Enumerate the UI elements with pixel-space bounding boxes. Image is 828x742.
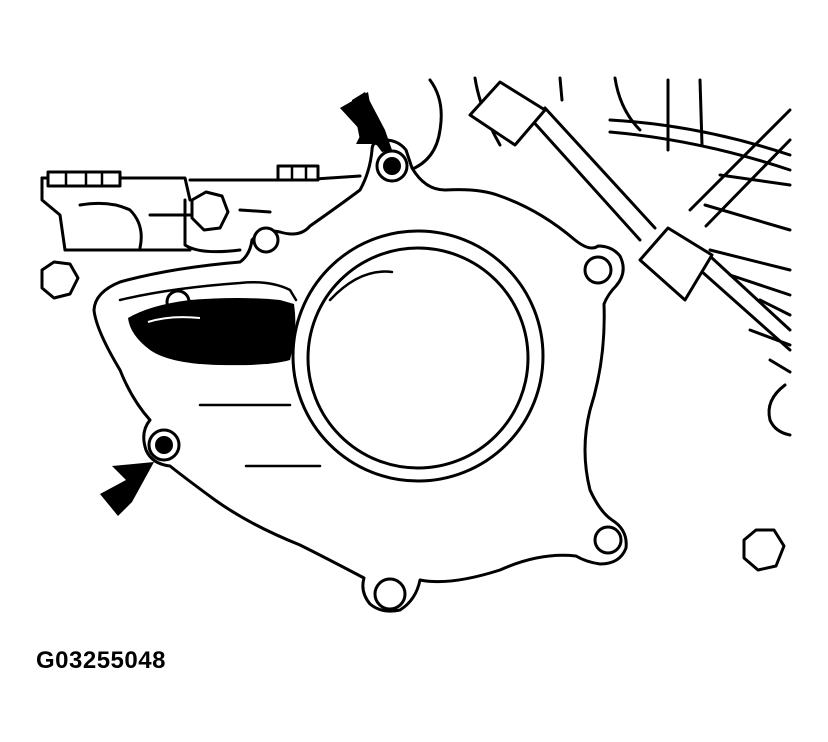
impeller-opening xyxy=(291,229,545,483)
bolt-hex-icon xyxy=(40,260,80,300)
bolt-hex-icon xyxy=(190,190,230,232)
arrow-icon xyxy=(340,92,392,152)
marked-bolt-top xyxy=(375,149,409,183)
bolt-left xyxy=(40,260,80,300)
arrow-icon xyxy=(100,462,154,516)
tensioner-rod xyxy=(468,80,792,352)
figure-code: G03255048 xyxy=(36,647,166,674)
bolt-right xyxy=(742,528,786,572)
bolt-bracket xyxy=(190,190,230,232)
water-pump-housing xyxy=(92,138,628,613)
bolt-hex-icon xyxy=(742,528,786,572)
marked-bolt-bottom xyxy=(147,428,181,462)
coolant-passage xyxy=(128,298,296,366)
